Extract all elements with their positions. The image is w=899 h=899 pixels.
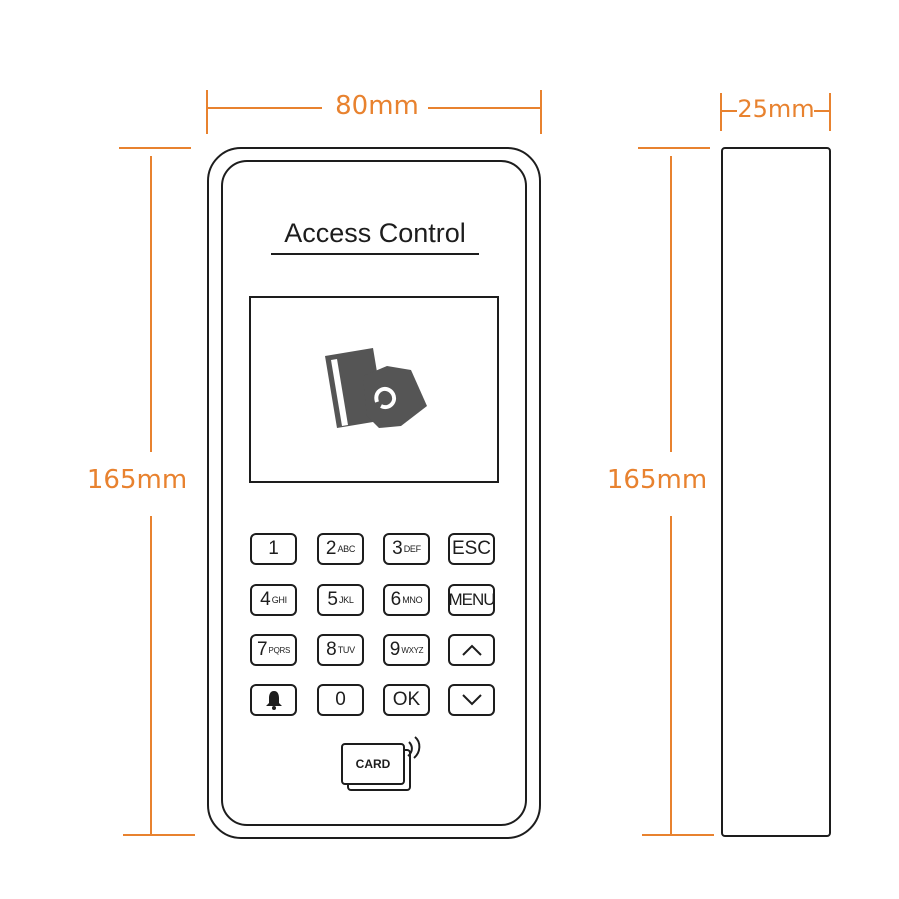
dim-front-width-label: 80mm	[335, 91, 419, 121]
dim-side-height-tick-top	[638, 147, 710, 149]
key-main-label: OK	[392, 689, 421, 710]
key-chevron-down[interactable]	[448, 684, 495, 716]
key-1[interactable]: 1	[250, 533, 297, 565]
dim-front-height-line-bottom	[150, 516, 152, 835]
device-side-view	[721, 147, 831, 837]
key-main-label: 2	[325, 538, 337, 559]
dim-front-height-tick-bottom	[123, 834, 195, 836]
key-main-label: 3	[392, 538, 403, 559]
key-bell[interactable]	[250, 684, 297, 716]
dim-front-width-tick-right	[540, 90, 542, 134]
chevron-down-icon	[461, 693, 483, 707]
dim-side-height-line-bottom	[670, 516, 672, 835]
dim-front-height-line-top	[150, 156, 152, 452]
dim-front-width-line-left	[207, 107, 322, 109]
chevron-up-icon	[461, 643, 483, 657]
key-main-label: 6	[390, 589, 402, 610]
key-sub-label: JKL	[338, 595, 354, 605]
key-sub-label: DEF	[403, 544, 421, 554]
key-main-label: 5	[327, 589, 338, 610]
dim-side-depth-line-right	[814, 110, 830, 112]
key-main-label: 7	[256, 639, 268, 660]
key-chevron-up[interactable]	[448, 634, 495, 666]
dim-side-depth-label: 25mm	[737, 95, 815, 123]
dim-front-width-line-right	[428, 107, 541, 109]
dim-side-height-line-top	[670, 156, 672, 452]
title-underline	[271, 253, 479, 255]
key-sub-label: GHI	[271, 595, 287, 605]
key-main-label: ESC	[451, 538, 492, 559]
key-main-label: 8	[326, 639, 337, 660]
key-main-label: 4	[260, 589, 271, 610]
key-sub-label: PQRS	[268, 645, 291, 655]
dim-front-width-tick-left	[206, 90, 208, 134]
key-esc[interactable]: ESC	[448, 533, 495, 565]
key-sub-label: ABC	[337, 544, 356, 554]
dim-front-height-label: 165mm	[86, 465, 188, 495]
card-reader-label: CARD	[355, 757, 391, 771]
bell-icon	[265, 690, 283, 710]
key-ok[interactable]: OK	[383, 684, 430, 716]
dim-side-height-tick-bottom	[642, 834, 714, 836]
dim-side-depth-line-left	[721, 110, 737, 112]
device-front-outer	[207, 147, 541, 839]
card-in-hand-icon	[325, 348, 427, 428]
device-title: Access Control	[284, 218, 466, 248]
dim-front-height-tick-top	[119, 147, 191, 149]
key-main-label: 1	[268, 538, 279, 559]
dim-side-depth-tick-left	[720, 93, 722, 131]
key-sub-label: TUV	[337, 645, 355, 655]
nfc-card-icon	[341, 736, 421, 791]
key-sub-label: WXYZ	[401, 645, 424, 655]
dim-side-height-label: 165mm	[606, 465, 708, 495]
key-sub-label: MNO	[402, 595, 423, 605]
dim-side-depth-tick-right	[829, 93, 831, 131]
device-front-inner	[221, 160, 527, 826]
key-0[interactable]: 0	[317, 684, 364, 716]
key-menu[interactable]: MENU	[448, 584, 496, 616]
key-main-label: 0	[335, 689, 346, 710]
key-main-label: 9	[389, 639, 401, 660]
key-main-label: MENU	[448, 590, 495, 609]
device-screen	[249, 296, 499, 483]
